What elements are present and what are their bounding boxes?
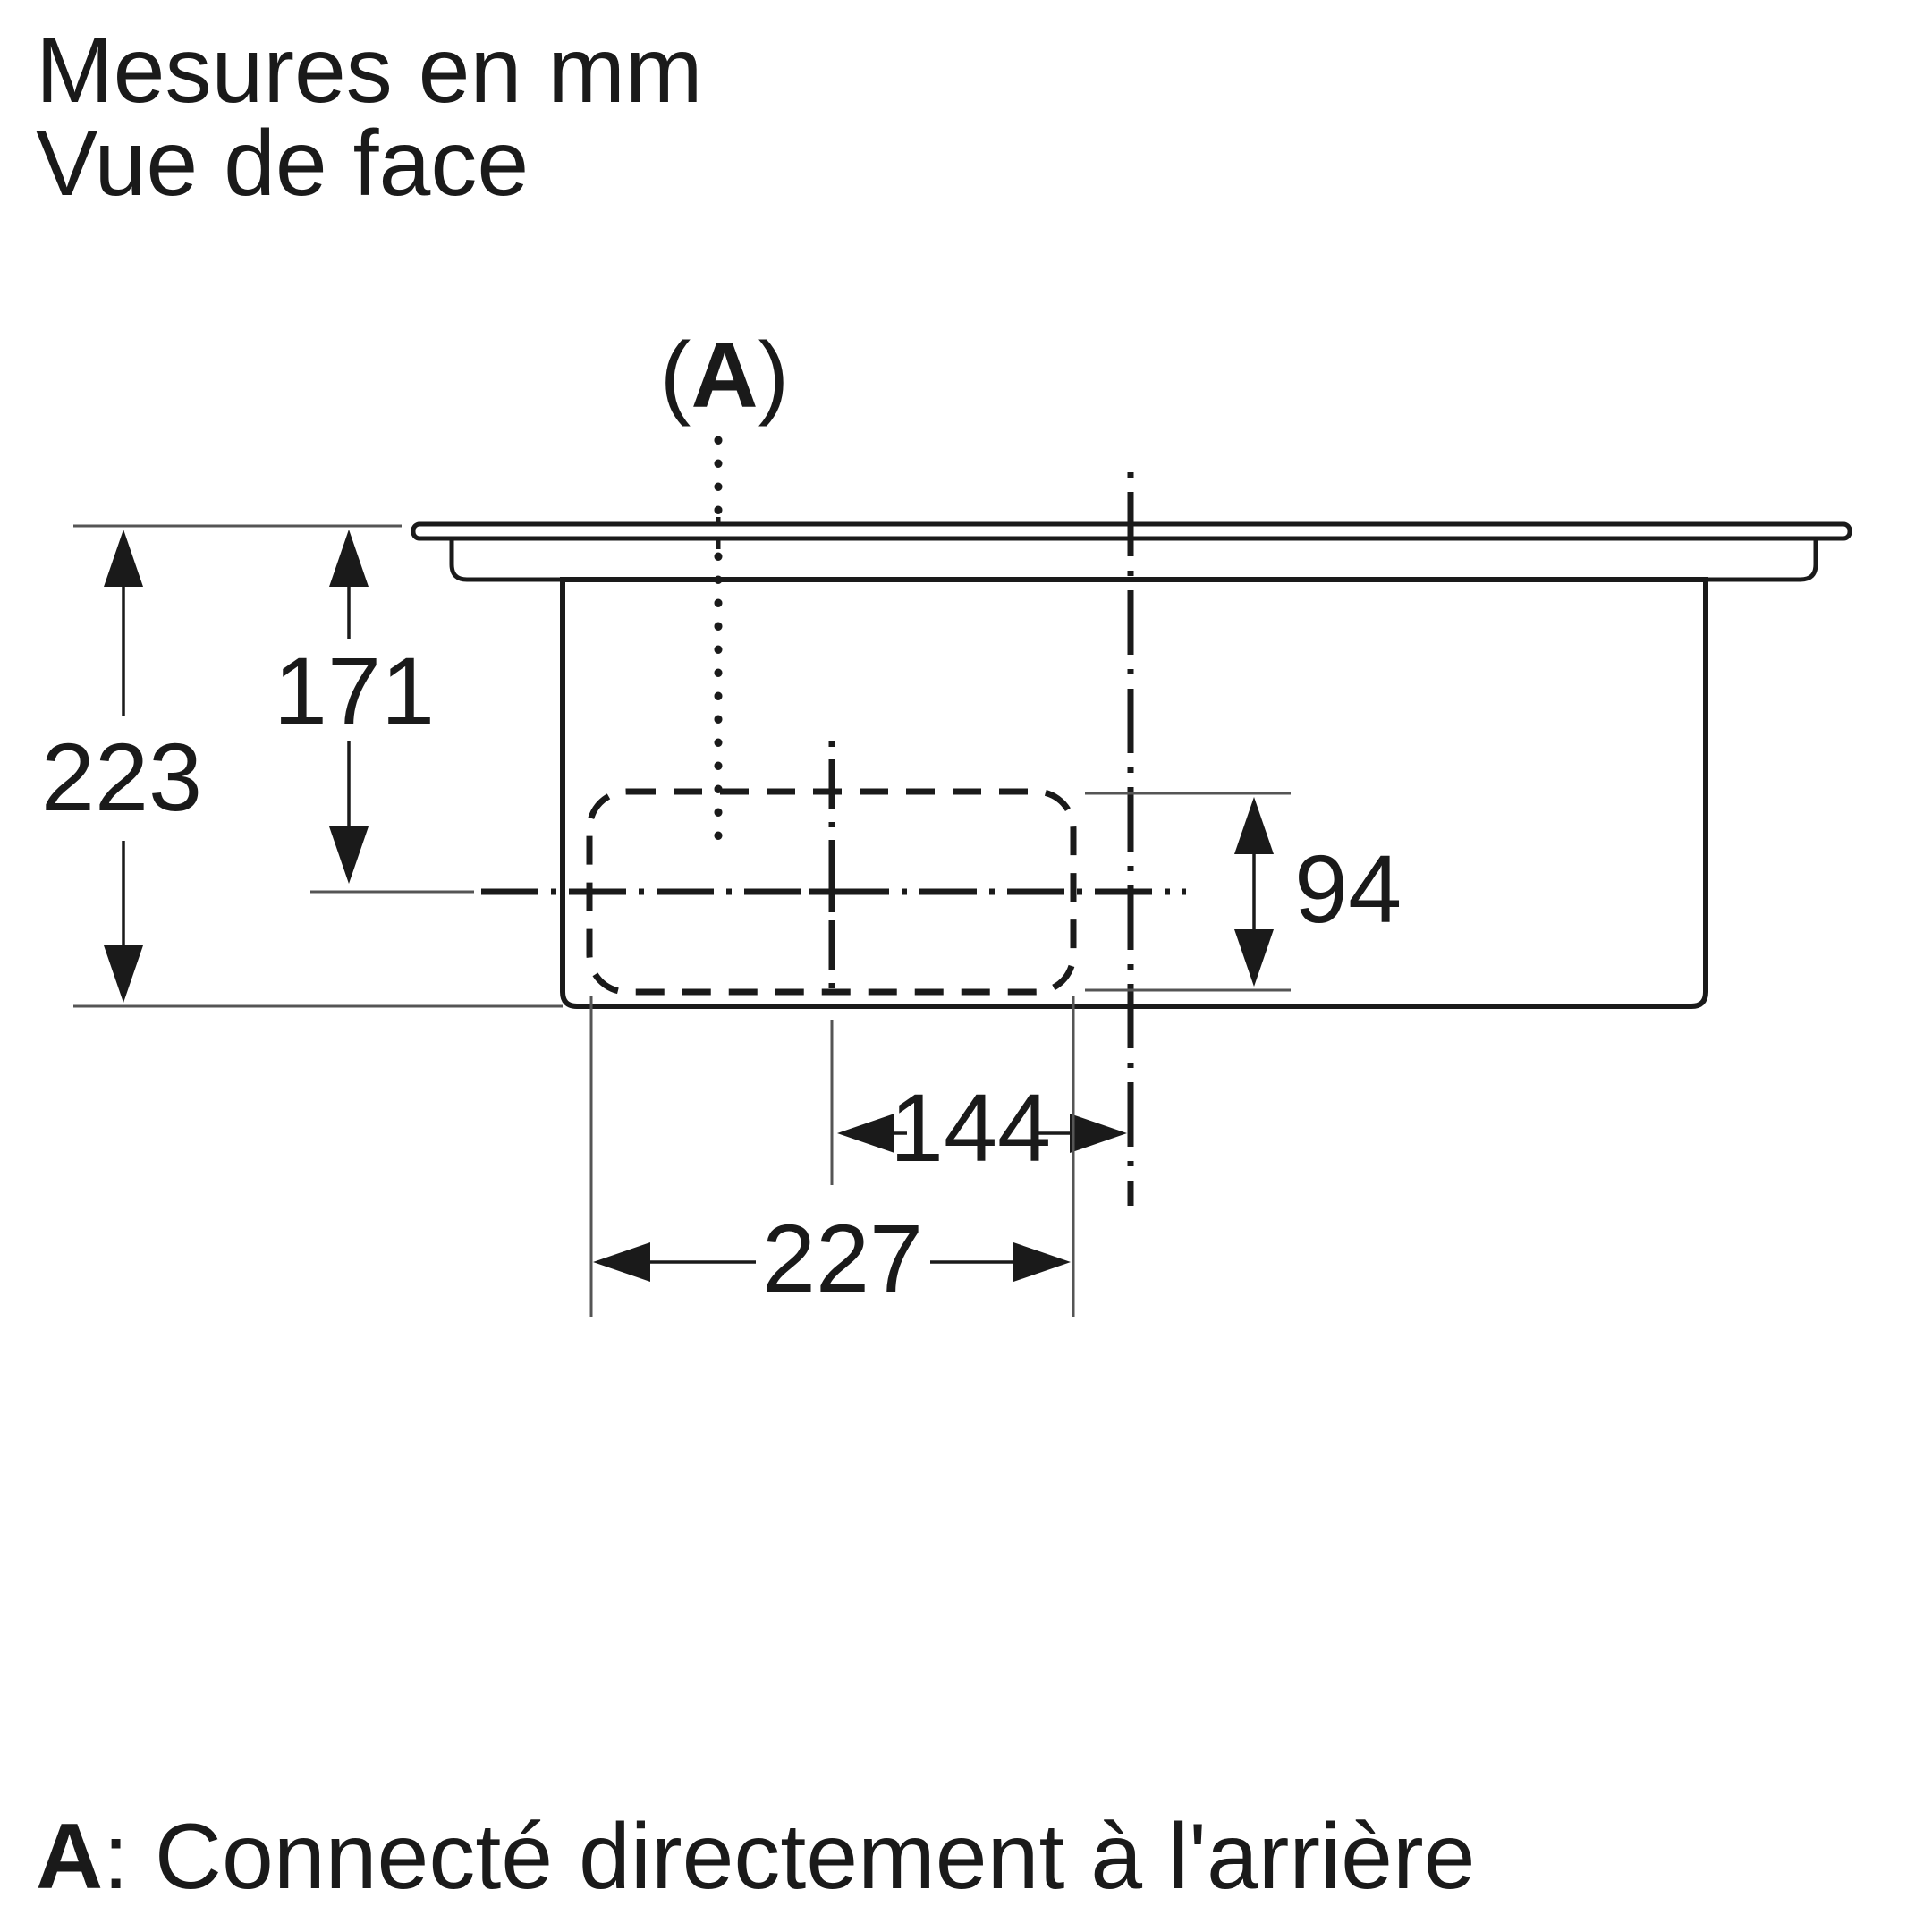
dim-axis-to-connection: 144	[830, 1020, 1127, 1185]
arrow-down-icon	[1234, 929, 1274, 987]
dim-outlet-height: 94	[1085, 792, 1402, 992]
footnote-text: : Connecté directement à l'arrière	[103, 1805, 1476, 1909]
footnote-marker: A	[36, 1805, 104, 1909]
arrow-down-icon	[104, 945, 143, 1003]
arrow-up-icon	[329, 530, 369, 587]
dim-144-label: 144	[890, 1073, 1051, 1182]
arrow-right-icon	[1070, 1114, 1127, 1153]
arrow-left-icon	[837, 1114, 894, 1153]
dim-227-label: 227	[762, 1204, 923, 1312]
title-view-line: Vue de face	[36, 112, 530, 216]
housing-box	[560, 577, 1708, 1009]
dim-94-label: 94	[1294, 835, 1402, 943]
arrow-left-icon	[593, 1242, 650, 1282]
callout-a-label: (A)	[660, 324, 789, 428]
arrow-right-icon	[1013, 1242, 1071, 1282]
arrow-up-icon	[1234, 797, 1274, 854]
dim-surface-to-axis: 171	[274, 530, 435, 884]
dim-171-label: 171	[274, 637, 435, 745]
dim-outlet-width: 227	[589, 996, 1075, 1317]
arrow-up-icon	[104, 530, 143, 587]
title-units-line: Mesures en mm	[36, 19, 703, 123]
arrow-down-icon	[329, 826, 369, 884]
dim-overall-depth: 223	[41, 530, 202, 1003]
footnote: A: Connecté directement à l'arrière	[36, 1810, 1475, 1903]
dim-223-label: 223	[41, 723, 202, 831]
